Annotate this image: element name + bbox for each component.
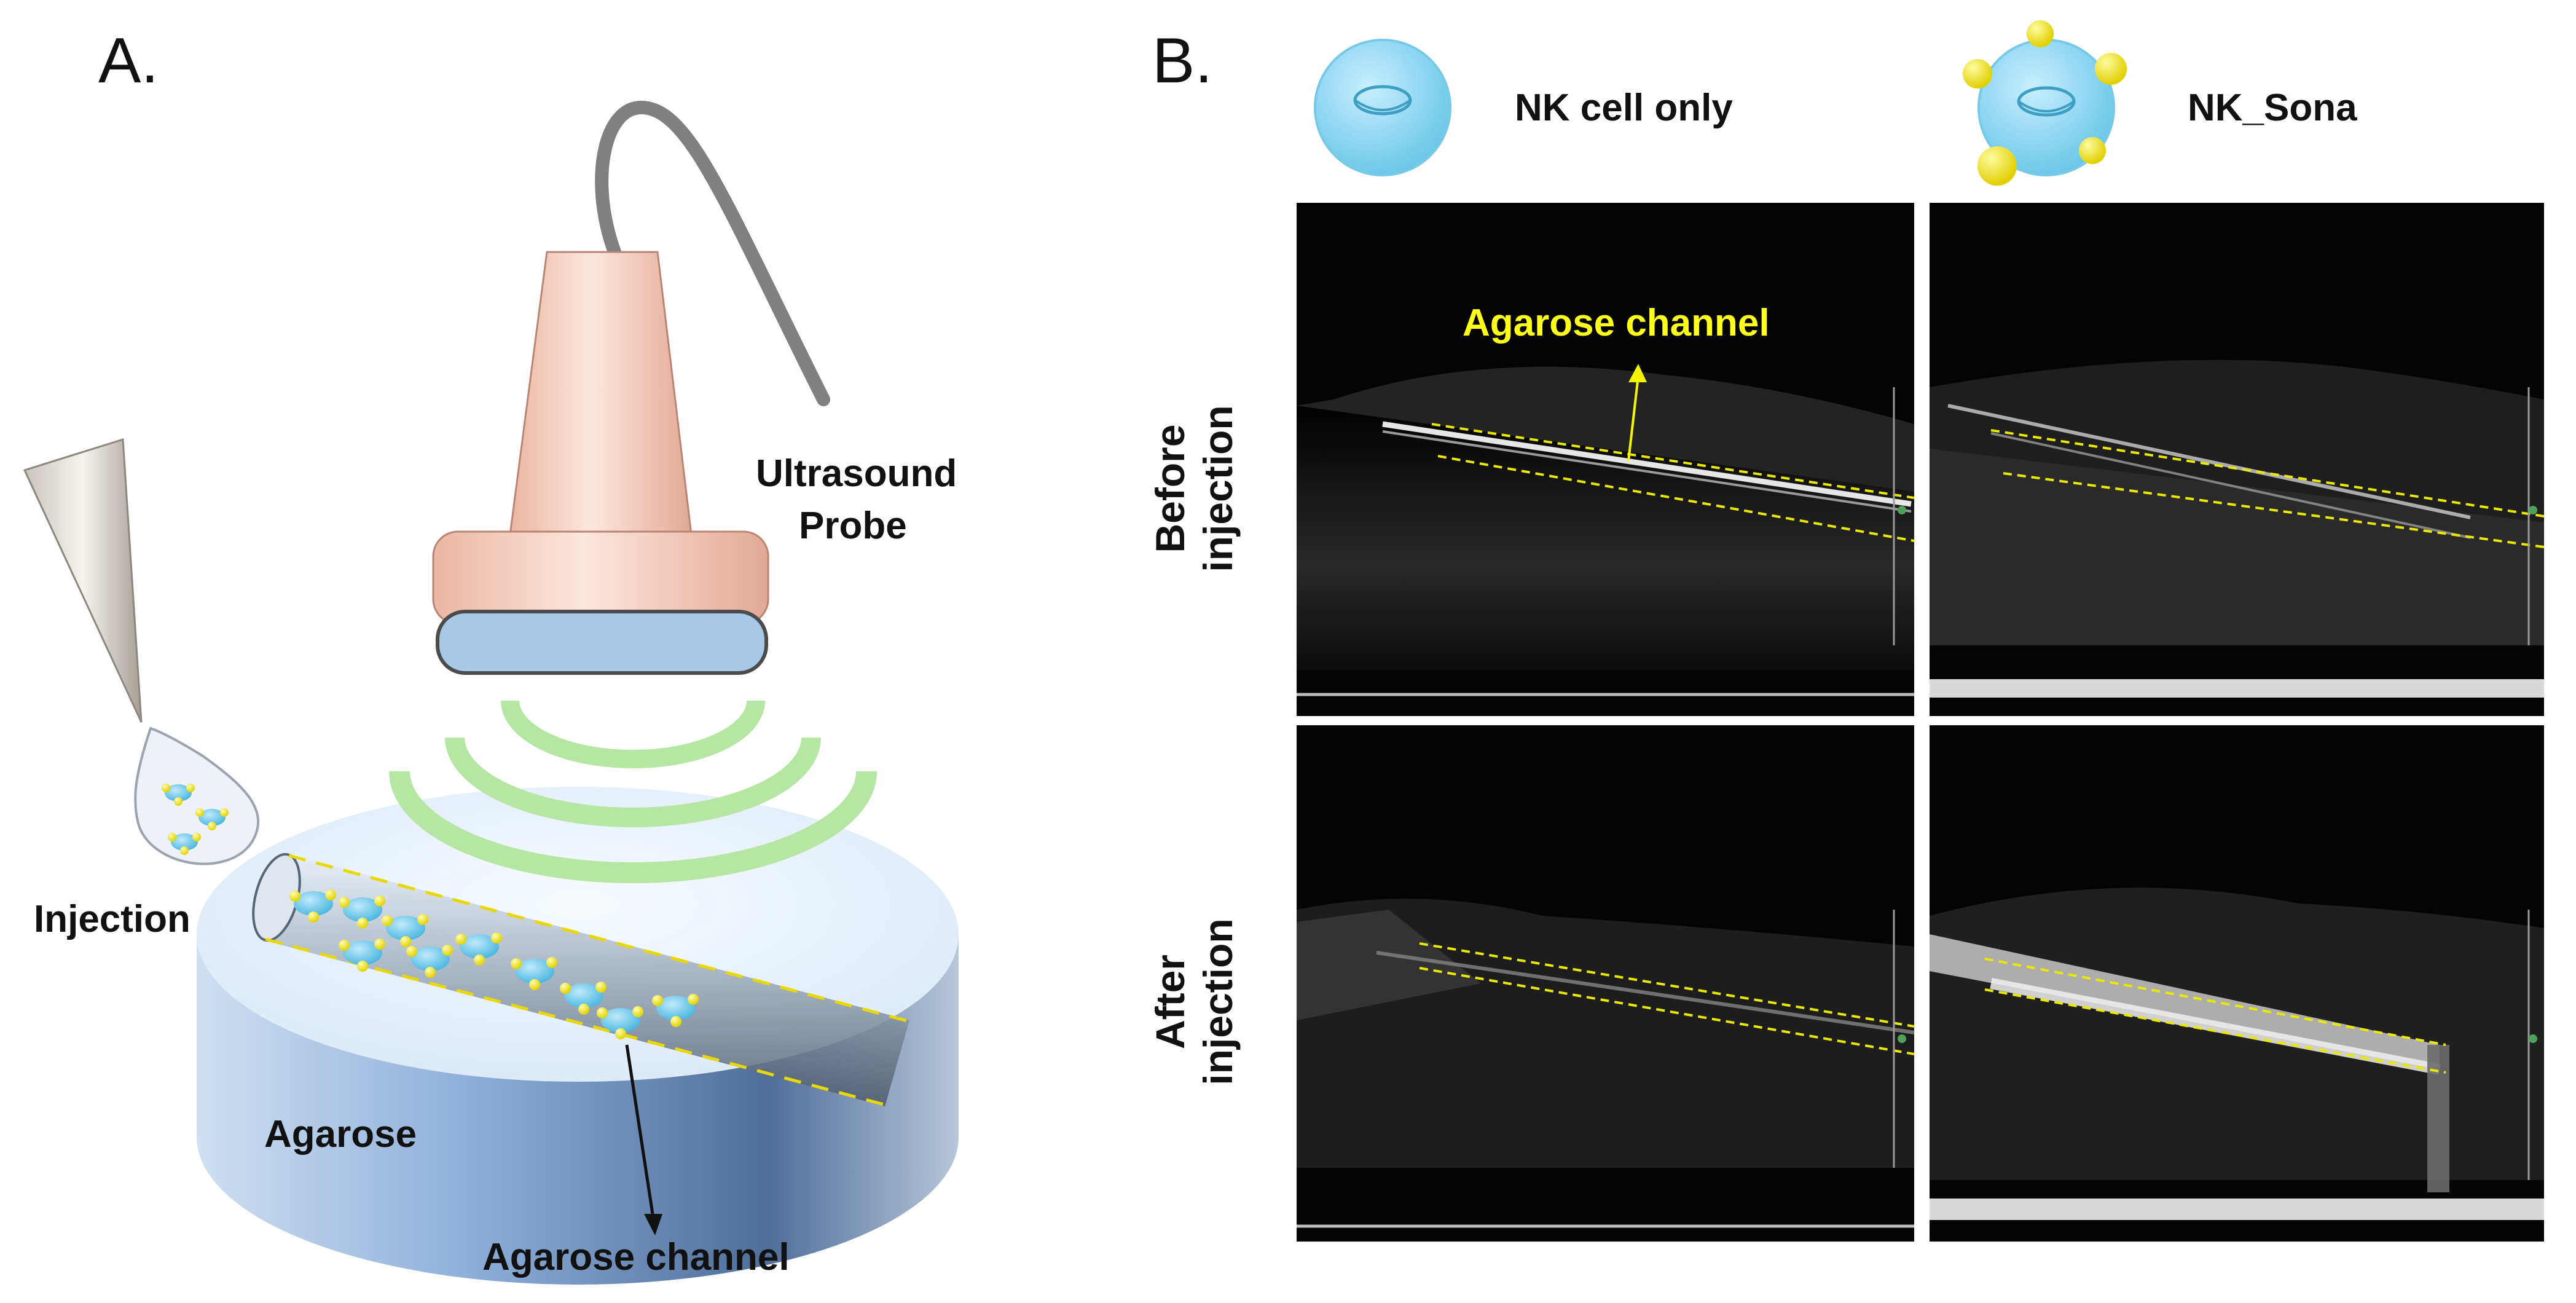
agarose-label: Agarose — [264, 1113, 417, 1155]
panel-b-letter: B. — [1152, 25, 1213, 96]
nk-sona-icon — [1963, 20, 2127, 186]
us-image-nk-sona-after — [1930, 725, 2544, 1242]
row-after-line2: injection — [1195, 918, 1241, 1085]
ultrasound-waves — [389, 700, 877, 883]
ultrasound-probe — [432, 100, 830, 675]
nk-sona-cells-in-channel — [289, 889, 699, 1039]
panel-a-letter: A. — [98, 25, 159, 96]
injection-needle — [23, 438, 143, 723]
injection-droplet — [134, 726, 259, 865]
nk-cell-only-icon — [1314, 39, 1451, 176]
legend-nk-cell-only: NK cell only — [1515, 87, 1733, 129]
agarose-channel-label: Agarose channel — [482, 1236, 790, 1278]
legend-nk-sona: NK_Sona — [2188, 87, 2357, 129]
row-label-after-injection: After injection — [1146, 903, 1251, 1100]
probe-label-line1: Ultrasound — [756, 452, 957, 495]
agarose-channel-annotation: Agarose channel — [1463, 302, 1770, 344]
channel-pointer-arrow — [625, 1044, 662, 1235]
row-after-line1: After — [1147, 955, 1193, 1050]
us-image-nk-only-after — [1297, 725, 1915, 1242]
us-image-nk-sona-before — [1930, 203, 2545, 716]
row-before-line1: Before — [1147, 424, 1193, 553]
probe-label-line2: Probe — [799, 505, 907, 547]
row-label-before-injection: Before injection — [1146, 390, 1251, 587]
row-before-line2: injection — [1195, 405, 1241, 572]
injection-label: Injection — [34, 898, 190, 940]
us-image-nk-only-before — [1297, 203, 1915, 716]
